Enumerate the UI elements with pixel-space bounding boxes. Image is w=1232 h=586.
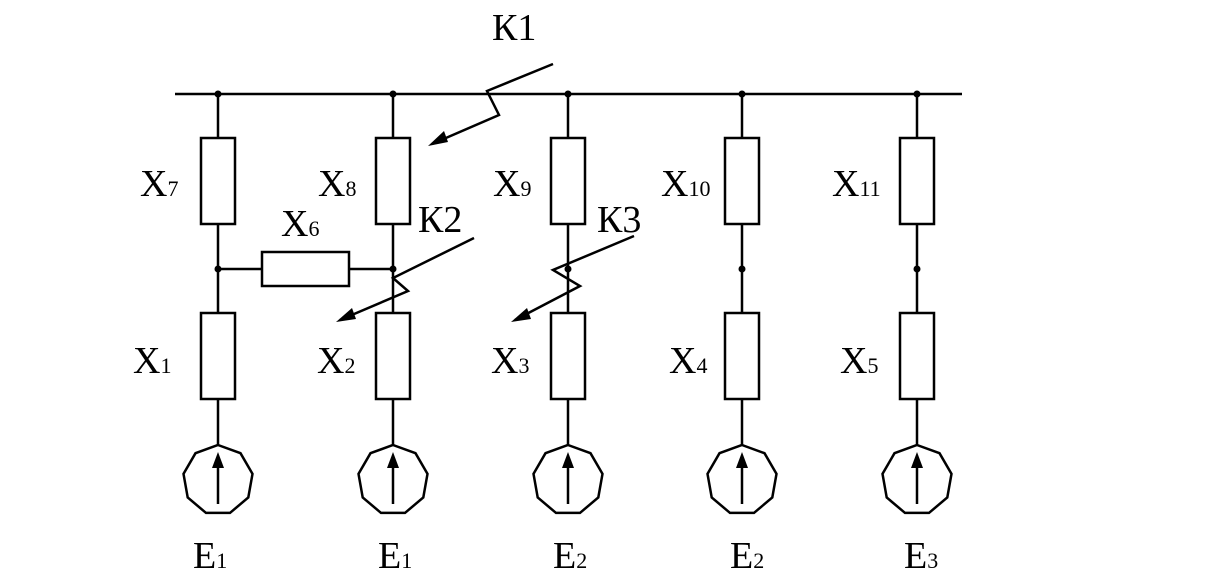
fault-k2-label: К2 xyxy=(418,199,462,241)
generator-5-arrow-icon xyxy=(911,452,923,468)
source-label-5: E3 xyxy=(904,535,938,577)
generator-1-arrow-icon xyxy=(212,452,224,468)
generator-3-arrow-icon xyxy=(562,452,574,468)
reactance-x10-label: X10 xyxy=(661,163,710,205)
source-label-3: E2 xyxy=(553,535,587,577)
fault-k3-arrowhead xyxy=(511,308,531,322)
reactance-x11-label: X11 xyxy=(832,163,881,205)
source-label-1: E1 xyxy=(193,535,227,577)
fault-k2-arrowhead xyxy=(336,308,356,322)
branch-3-upper-reactance xyxy=(549,136,587,226)
branch-1-lower-reactance xyxy=(199,311,237,401)
branch-1-upper-reactance xyxy=(199,136,237,226)
reactance-x6 xyxy=(260,250,351,288)
branch-5-upper-reactance xyxy=(898,136,936,226)
fault-k1-arrow xyxy=(431,62,554,146)
branch-4-mid-node xyxy=(738,265,746,273)
branch-3-mid-node xyxy=(564,265,572,273)
reactance-x3-label: X3 xyxy=(491,340,529,382)
branch-4-lower-reactance xyxy=(723,311,761,401)
generator-4-arrow-icon xyxy=(736,452,748,468)
branch-5-mid-node xyxy=(913,265,921,273)
fault-k3-arrow xyxy=(514,234,635,322)
fault-k1-label: К1 xyxy=(492,7,536,49)
branches xyxy=(182,90,953,515)
source-label-2: E1 xyxy=(378,535,412,577)
reactance-x6-label: X6 xyxy=(281,203,319,245)
source-label-4: E2 xyxy=(730,535,764,577)
generator-2-arrow-icon xyxy=(387,452,399,468)
reactance-x8-label: X8 xyxy=(318,163,356,205)
branch-5-lower-reactance xyxy=(898,311,936,401)
reactance-x4-label: X4 xyxy=(669,340,707,382)
fault-k3-label: К3 xyxy=(597,199,641,241)
branch-3-lower-reactance xyxy=(549,311,587,401)
branch-2-upper-reactance xyxy=(374,136,412,226)
branch-2-lower-reactance xyxy=(374,311,412,401)
reactance-x1-label: X1 xyxy=(133,340,171,382)
reactance-x9-label: X9 xyxy=(493,163,531,205)
branch-4-upper-reactance xyxy=(723,136,761,226)
fault-k2-arrow xyxy=(339,236,475,322)
reactance-x5-label: X5 xyxy=(840,340,878,382)
reactance-x2-label: X2 xyxy=(317,340,355,382)
reactance-x7-label: X7 xyxy=(140,163,178,205)
fault-k1-arrowhead xyxy=(428,131,448,146)
